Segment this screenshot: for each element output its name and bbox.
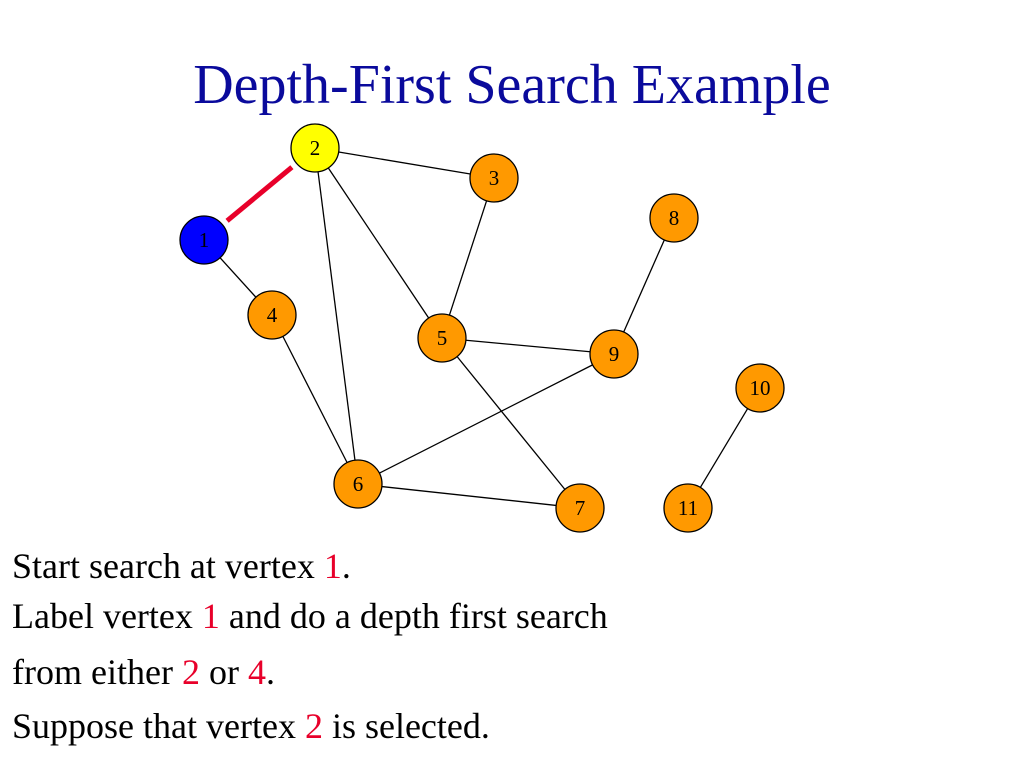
vertex-8-circle: [649, 193, 699, 243]
edge-1-4: [219, 257, 257, 298]
edge-4-6: [282, 336, 348, 463]
vertex-1: 1: [179, 215, 229, 265]
nodes-layer: 1 2 3 4 5 6 7 8 9 10 11: [179, 123, 785, 533]
vertex-9-label: 9: [609, 342, 620, 366]
edge-1-2: [225, 165, 294, 223]
edge-2-3: [338, 151, 471, 175]
vertex-9: 9: [589, 329, 639, 379]
caption-line-3: from either 2 or 4.: [12, 650, 275, 694]
vertex-4-circle: [247, 290, 297, 340]
vertex-9-circle: [589, 329, 639, 379]
vertex-8-label: 8: [669, 206, 680, 230]
caption-line-3-or: or: [199, 652, 248, 692]
edge-6-7: [381, 485, 557, 507]
vertex-3: 3: [469, 153, 519, 203]
vertex-3-circle: [469, 153, 519, 203]
vertex-1-label: 1: [199, 228, 210, 252]
caption-line-2-text: Label vertex: [12, 596, 202, 636]
caption-line-2-end: and do a depth first search: [219, 596, 608, 636]
vertex-2-label: 2: [310, 136, 321, 160]
edge-6-9: [379, 364, 593, 474]
slide-title: Depth-First Search Example: [193, 54, 831, 116]
edge-5-7: [456, 356, 566, 490]
vertex-5-label: 5: [437, 326, 448, 350]
vertex-5-circle: [417, 313, 467, 363]
caption-line-4: Suppose that vertex 2 is selected.: [12, 704, 490, 748]
vertex-10-circle: [735, 363, 785, 413]
vertex-2-circle: [290, 123, 340, 173]
vertex-6-label: 6: [353, 472, 364, 496]
caption-line-1-text: Start search at vertex: [12, 546, 324, 586]
vertex-7-label: 7: [575, 496, 586, 520]
vertex-8: 8: [649, 193, 699, 243]
caption-line-1-end: .: [341, 546, 351, 586]
vertex-2: 2: [290, 123, 340, 173]
caption-line-2: Label vertex 1 and do a depth first sear…: [12, 594, 608, 638]
caption-line-1: Start search at vertex 1.: [12, 544, 351, 588]
vertex-11-circle: [663, 483, 713, 533]
edge-8-9: [623, 239, 665, 333]
caption-line-3-vertex-b: 4: [247, 652, 266, 692]
edge-2-5: [327, 167, 430, 319]
vertex-10: 10: [735, 363, 785, 413]
caption-line-4-vertex: 2: [304, 706, 323, 746]
caption-line-3-text: from either: [12, 652, 182, 692]
edge-5-9: [465, 339, 591, 353]
vertex-7-circle: [555, 483, 605, 533]
edge-3-5: [448, 200, 488, 316]
edge-10-11: [699, 408, 749, 488]
vertex-11-label: 11: [678, 496, 698, 520]
caption-line-4-end: is selected.: [322, 706, 490, 746]
vertex-11: 11: [663, 483, 713, 533]
vertex-10-label: 10: [750, 376, 771, 400]
vertex-6: 6: [333, 459, 383, 509]
vertex-6-circle: [333, 459, 383, 509]
caption-line-4-text: Suppose that vertex: [12, 706, 305, 746]
edges-layer: [219, 151, 749, 507]
caption-line-3-end: .: [265, 652, 275, 692]
vertex-7: 7: [555, 483, 605, 533]
vertex-3-label: 3: [489, 166, 500, 190]
caption-line-1-vertex: 1: [323, 546, 342, 586]
vertex-1-circle: [179, 215, 229, 265]
caption-line-2-vertex: 1: [201, 596, 220, 636]
vertex-4-label: 4: [267, 303, 278, 327]
vertex-4: 4: [247, 290, 297, 340]
caption-line-3-vertex-a: 2: [181, 652, 200, 692]
edge-2-6: [317, 171, 356, 461]
vertex-5: 5: [417, 313, 467, 363]
